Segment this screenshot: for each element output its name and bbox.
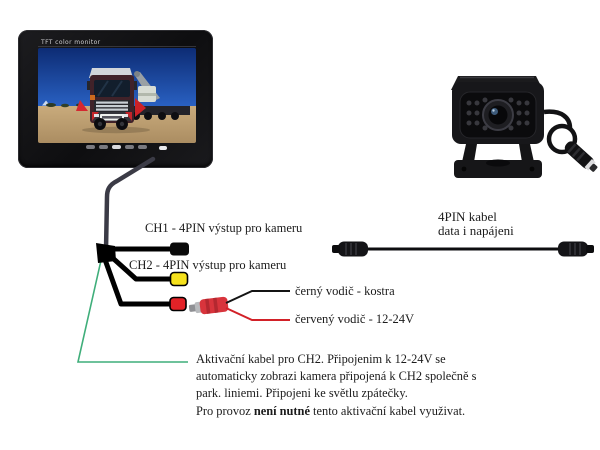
monitor-button bbox=[125, 145, 134, 149]
extension-cable-label-line1: 4PIN kabel bbox=[438, 209, 497, 224]
note-line-3: park. liniemi. Připojeni ke světlu zpáte… bbox=[196, 386, 408, 401]
ch1-label: CH1 - 4PIN výstup pro kameru bbox=[145, 221, 303, 235]
horizon-bushes bbox=[42, 100, 82, 108]
extension-cable-connector-left bbox=[338, 241, 368, 257]
monitor-cable bbox=[103, 156, 156, 253]
note-line-1: Aktivační kabel pro CH2. Připojenim k 12… bbox=[196, 352, 446, 366]
camera-pigtail bbox=[543, 109, 573, 129]
ch2-label: CH2 - 4PIN výstup pro kameru bbox=[129, 258, 287, 272]
green-pointer-line bbox=[76, 255, 188, 363]
camera-bracket bbox=[454, 144, 542, 178]
extension-cable-connector-right bbox=[558, 241, 588, 257]
camera-connector bbox=[564, 141, 598, 172]
bezel-divider bbox=[38, 46, 196, 47]
ir-leds bbox=[466, 97, 530, 131]
activation-wire bbox=[100, 253, 171, 307]
note-line-2: automaticky zobrazi kamera připojená k C… bbox=[196, 369, 477, 384]
tft-osd-label: TFT color monitor bbox=[41, 39, 101, 46]
monitor-buttons bbox=[86, 145, 147, 149]
black-ground-wire bbox=[225, 290, 290, 304]
monitor-button bbox=[86, 145, 95, 149]
monitor-illustration: TFT color monitor bbox=[18, 30, 213, 168]
red-wire-label: červený vodič - 12-24V bbox=[295, 312, 415, 326]
monitor-button bbox=[99, 145, 108, 149]
red-power-wire bbox=[225, 307, 290, 321]
monitor-button bbox=[112, 145, 121, 149]
black-wire-label: černý vodič - kostra bbox=[295, 284, 395, 298]
monitor-screen bbox=[38, 48, 196, 143]
monitor-button bbox=[138, 145, 147, 149]
extension-cable-label-line2: data i napájeni bbox=[438, 223, 514, 238]
extension-cable-illustration bbox=[332, 241, 594, 257]
note-line-4: Pro provoz není nutné tento aktivační ka… bbox=[196, 403, 466, 418]
screen-truck bbox=[76, 68, 190, 134]
ch1-connector bbox=[170, 242, 189, 256]
rear-camera-illustration bbox=[451, 76, 598, 178]
ch2-wire bbox=[104, 250, 171, 282]
extension-cable-label: 4PIN kabel data i napájeni bbox=[438, 210, 514, 238]
activation-connector bbox=[169, 296, 187, 312]
red-chevron bbox=[135, 98, 146, 117]
cable-loop bbox=[546, 123, 578, 155]
red-flag bbox=[76, 100, 88, 111]
activation-note: Aktivační kabel pro CH2. Připojenim k 12… bbox=[196, 351, 476, 420]
ch2-connector bbox=[169, 271, 189, 287]
power-led bbox=[159, 146, 167, 150]
rca-plug bbox=[188, 296, 229, 315]
